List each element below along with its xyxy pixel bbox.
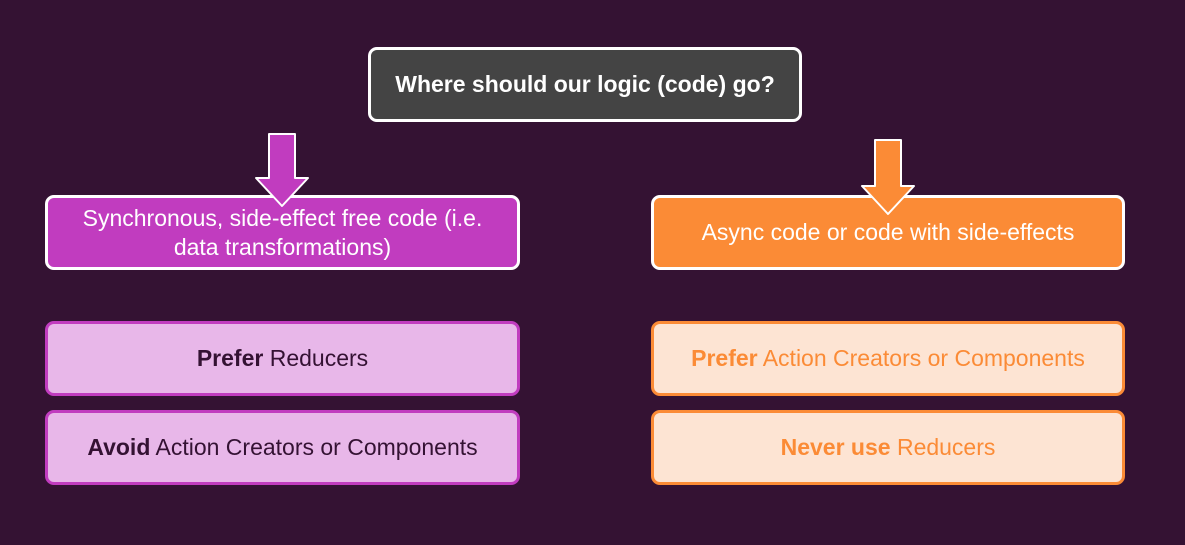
prefer-reducers-text: Prefer Reducers bbox=[197, 345, 368, 372]
prefer-reducers-strong: Prefer bbox=[196, 345, 264, 371]
prefer-reducers-box: Prefer Reducers bbox=[45, 321, 520, 396]
never-reducers-box: Never use Reducers bbox=[651, 410, 1125, 485]
question-text: Where should our logic (code) go? bbox=[395, 71, 775, 97]
sync-code-label: Synchronous, side-effect free code (i.e.… bbox=[82, 204, 483, 260]
never-reducers-text: Never use Reducers bbox=[781, 434, 996, 461]
async-code-label: Async code or code with side-effects bbox=[701, 219, 1075, 245]
avoid-actions-box: Avoid Action Creators or Components bbox=[45, 410, 520, 485]
prefer-actions-rest: Action Creators or Components bbox=[757, 345, 1085, 371]
avoid-actions-strong: Avoid bbox=[87, 434, 151, 460]
prefer-reducers-rest: Reducers bbox=[263, 345, 369, 371]
right-down-arrow-icon bbox=[861, 139, 915, 215]
left-down-arrow-icon bbox=[255, 133, 309, 207]
avoid-actions-text: Avoid Action Creators or Components bbox=[87, 434, 477, 461]
prefer-actions-box: Prefer Action Creators or Components bbox=[651, 321, 1125, 396]
prefer-actions-text: Prefer Action Creators or Components bbox=[691, 345, 1085, 372]
avoid-actions-rest: Action Creators or Components bbox=[150, 434, 478, 460]
prefer-actions-strong: Prefer bbox=[691, 345, 758, 371]
never-reducers-strong: Never use bbox=[780, 434, 891, 460]
question-box: Where should our logic (code) go? bbox=[368, 47, 802, 122]
never-reducers-rest: Reducers bbox=[890, 434, 996, 460]
sync-code-box: Synchronous, side-effect free code (i.e.… bbox=[45, 195, 520, 270]
